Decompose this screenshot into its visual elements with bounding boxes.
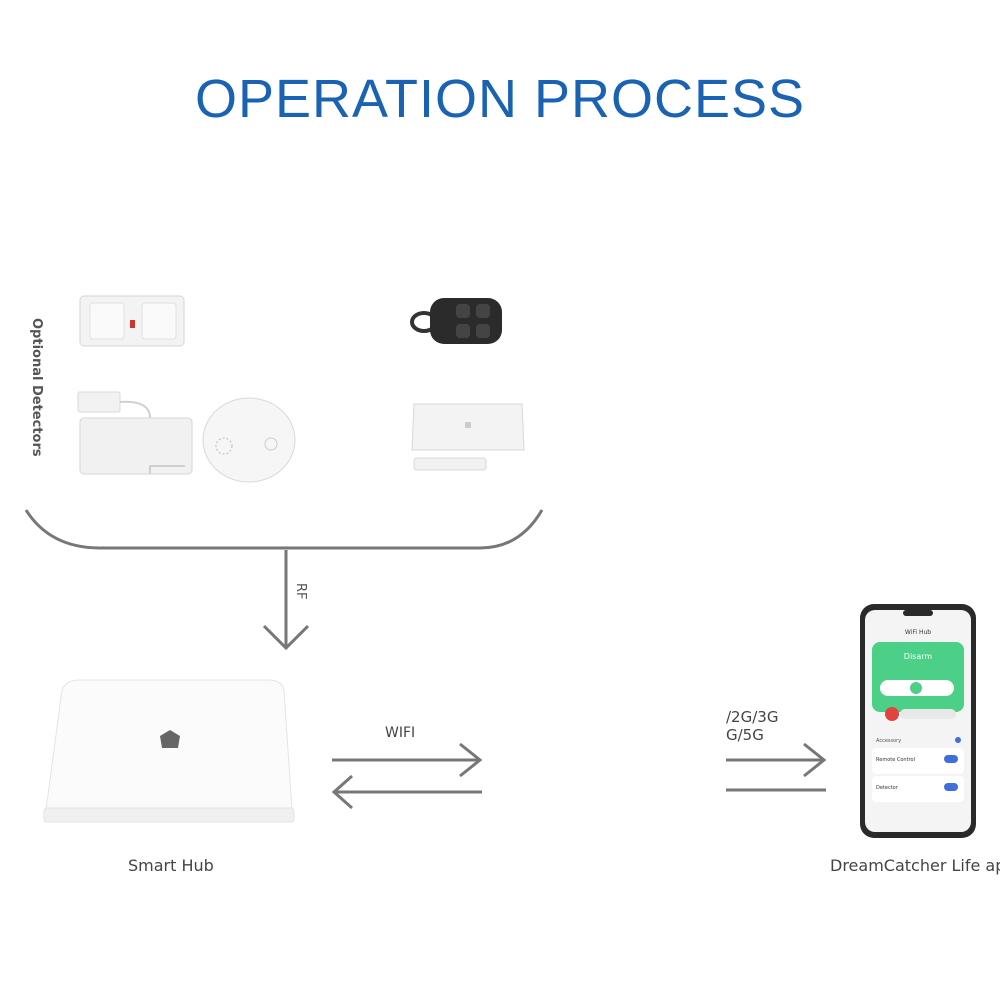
network-label-line2: G/5G: [726, 726, 764, 744]
rf-arrow: [262, 550, 310, 651]
phone-screen-title: WiFi Hub: [905, 629, 931, 636]
phone-row-remote: Remote Control: [876, 757, 915, 763]
phone-row-detector: Detector: [876, 785, 899, 791]
pir-motion-detector: [79, 295, 185, 347]
smart-hub-label: Smart Hub: [128, 856, 214, 875]
smoke-detector: [202, 397, 296, 483]
phone-app-screen: [860, 604, 976, 838]
wifi-arrows: [331, 742, 483, 810]
network-arrows: [726, 742, 827, 792]
phone-section-text: Accessory: [876, 738, 901, 744]
wifi-label: WIFI: [385, 725, 416, 741]
rf-label: RF: [293, 583, 308, 600]
network-label-line1: /2G/3G: [726, 708, 779, 726]
page-title: OPERATION PROCESS: [194, 69, 806, 129]
door-window-sensor: [411, 403, 525, 471]
phone-status-text: Disarm: [904, 652, 933, 661]
remote-keyfob: [410, 298, 502, 344]
water-leak-detector: [77, 391, 193, 475]
detector-bracket: [24, 509, 544, 550]
optional-detectors-label: Optional Detectors: [29, 318, 44, 457]
smart-hub-device: [43, 679, 295, 823]
app-label: DreamCatcher Life app: [830, 856, 1000, 875]
